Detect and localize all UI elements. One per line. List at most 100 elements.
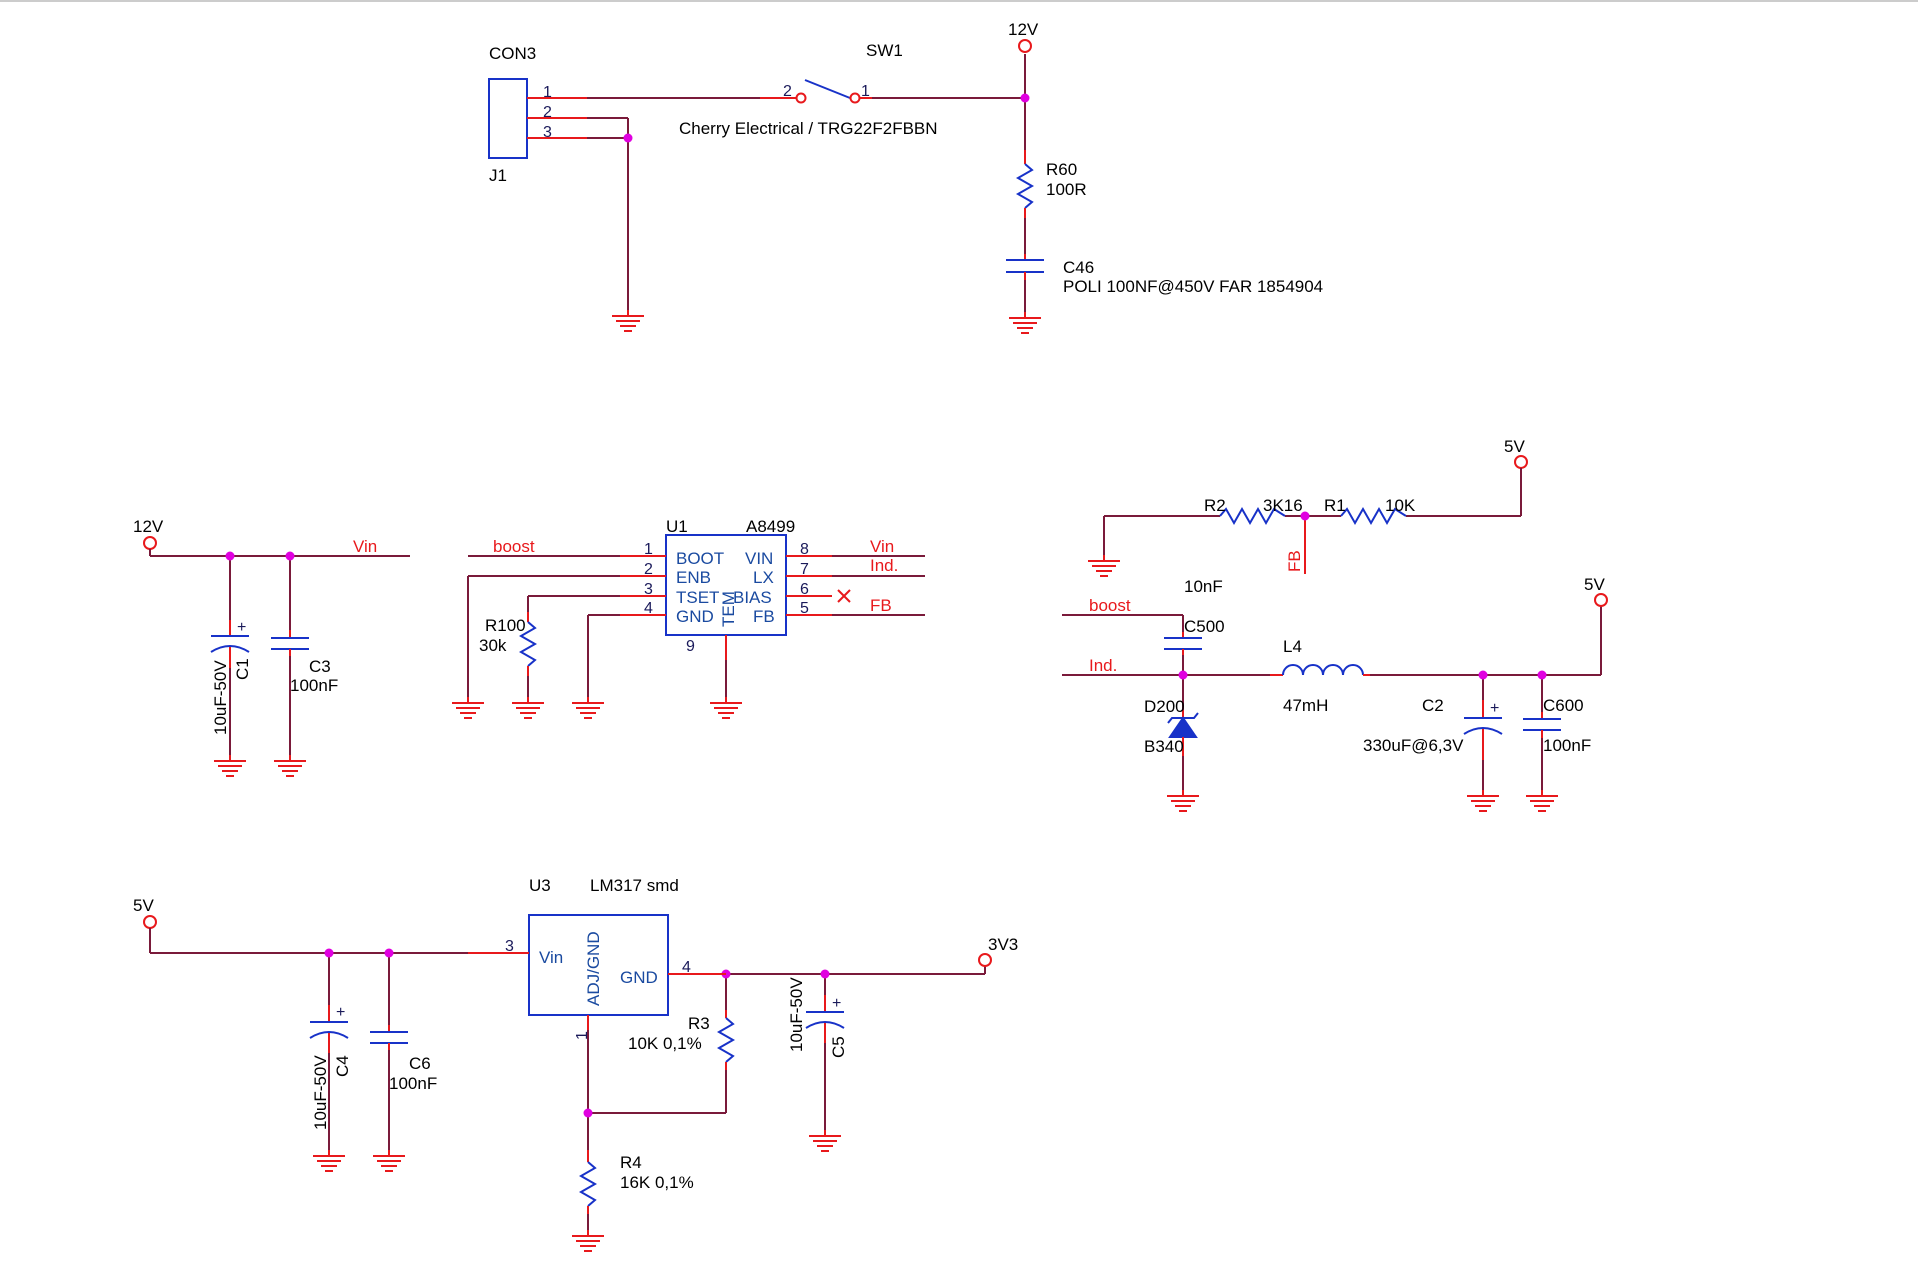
c2-polarity: + xyxy=(1490,700,1499,717)
c500-capacitor: C500 10nF xyxy=(1164,577,1225,655)
r4-resistor: R4 16K 0,1% xyxy=(578,1150,694,1214)
c1-capacitor: + 10uF-50V C1 xyxy=(210,619,252,735)
net-ind-u1-label: Ind. xyxy=(870,556,898,575)
c46-refdes: C46 xyxy=(1063,258,1094,277)
net-boost-right-label: boost xyxy=(1089,596,1131,615)
c6-capacitor: C6 100nF xyxy=(370,1025,437,1093)
input-wires: Vin xyxy=(149,537,410,755)
ground-symbol xyxy=(571,696,605,719)
u3-pin-gnd: GND xyxy=(620,968,658,987)
net-vin-label: Vin xyxy=(353,537,377,556)
c46-value: POLI 100NF@450V FAR 1854904 xyxy=(1063,277,1323,296)
r4-value: 16K 0,1% xyxy=(620,1173,694,1192)
c5-polarity: + xyxy=(832,995,841,1012)
r2-refdes: R2 xyxy=(1204,496,1226,515)
net-fb-label: FB xyxy=(1285,550,1304,572)
c2-refdes: C2 xyxy=(1422,696,1444,715)
c600-value: 100nF xyxy=(1543,736,1591,755)
top-wires xyxy=(587,54,1030,312)
ldo-wires xyxy=(149,928,986,1230)
u3-pin-num-4: 4 xyxy=(682,959,691,976)
ground-symbol xyxy=(571,1229,605,1252)
u1-pin-num-9: 9 xyxy=(686,638,695,655)
r1-refdes: R1 xyxy=(1324,496,1346,515)
sw1-refdes: SW1 xyxy=(866,41,903,60)
r2-resistor: R2 3K16 xyxy=(1204,496,1303,526)
u1-pin-num-5: 5 xyxy=(800,600,809,617)
r100-refdes: R100 xyxy=(485,616,526,635)
r60-value: 100R xyxy=(1046,180,1087,199)
net-5v-fb: 5V xyxy=(1504,437,1528,469)
c5-refdes: C5 xyxy=(829,1036,848,1058)
c1-refdes: C1 xyxy=(233,658,252,680)
j1-refdes: J1 xyxy=(489,166,507,185)
con3-refdes: CON3 xyxy=(489,44,536,63)
u1-pin-num-4: 4 xyxy=(644,600,653,617)
u1-thermal-pad: TEM xyxy=(719,591,738,627)
u3-ic: U3 LM317 smd Vin GND ADJ/GND 3 4 1 xyxy=(468,876,726,1040)
u1-refdes: U1 xyxy=(666,517,688,536)
u1-pin-num-6: 6 xyxy=(800,581,809,598)
con3-pin-1: 1 xyxy=(543,84,552,101)
u1-pin-bias: BIAS xyxy=(733,588,772,607)
c3-refdes: C3 xyxy=(309,657,331,676)
u1-pin-num-8: 8 xyxy=(800,541,809,558)
c500-value: 10nF xyxy=(1184,577,1223,596)
l4-value: 47mH xyxy=(1283,696,1328,715)
net-5v-fb-label: 5V xyxy=(1504,437,1525,456)
c5-capacitor: + 10uF-50V C5 xyxy=(787,977,848,1058)
u1-pin-boot: BOOT xyxy=(676,549,724,568)
u1-pin-num-7: 7 xyxy=(800,561,809,578)
con3-connector: CON3 J1 1 2 3 xyxy=(488,44,587,185)
con3-pin-2: 2 xyxy=(543,104,552,121)
r3-refdes: R3 xyxy=(688,1014,710,1033)
ground-symbol xyxy=(273,754,307,777)
ground-symbol xyxy=(709,696,743,719)
c46-capacitor: C46 POLI 100NF@450V FAR 1854904 xyxy=(1006,254,1323,296)
ground-symbol xyxy=(1466,789,1500,812)
net-3v3-label: 3V3 xyxy=(988,935,1018,954)
r60-refdes: R60 xyxy=(1046,160,1077,179)
c500-refdes: C500 xyxy=(1184,617,1225,636)
u3-pin-num-3: 3 xyxy=(505,938,514,955)
net-12v-left: 12V xyxy=(133,517,164,550)
net-12v-top: 12V xyxy=(1008,20,1039,53)
c1-value: 10uF-50V xyxy=(211,660,230,735)
sw1-switch: SW1 Cherry Electrical / TRG22F2FBBN 2 1 xyxy=(679,41,938,138)
net-5v-ldo-label: 5V xyxy=(133,896,154,915)
c5-value: 10uF-50V xyxy=(787,977,806,1052)
ground-symbol xyxy=(312,1149,346,1172)
sw1-pin-1: 1 xyxy=(861,83,870,100)
net-5v-out: 5V xyxy=(1584,575,1608,607)
u1-pin-num-2: 2 xyxy=(644,561,653,578)
c4-polarity: + xyxy=(336,1004,345,1021)
u3-part: LM317 smd xyxy=(590,876,679,895)
u1-pin-tset: TSET xyxy=(676,588,719,607)
net-5v-out-label: 5V xyxy=(1584,575,1605,594)
d200-diode: D200 B340 xyxy=(1144,697,1199,756)
ground-symbol xyxy=(611,309,645,332)
r100-resistor: R100 30k xyxy=(479,612,538,676)
u3-pin-num-1: 1 xyxy=(574,1031,591,1040)
c4-refdes: C4 xyxy=(333,1055,352,1077)
r3-resistor: R3 10K 0,1% xyxy=(628,1010,736,1070)
u3-refdes: U3 xyxy=(529,876,551,895)
c2-capacitor: + C2 330uF@6,3V xyxy=(1363,696,1503,760)
ground-symbol xyxy=(511,696,545,719)
c3-capacitor: C3 100nF xyxy=(271,630,338,695)
r100-value: 30k xyxy=(479,636,507,655)
c6-value: 100nF xyxy=(389,1074,437,1093)
r1-resistor: R1 10K xyxy=(1324,496,1416,526)
u1-pin-fb: FB xyxy=(753,607,775,626)
c4-capacitor: + 10uF-50V C4 xyxy=(309,1004,352,1130)
c4-value: 10uF-50V xyxy=(311,1055,330,1130)
d200-value: B340 xyxy=(1144,737,1184,756)
u1-pin-vin: VIN xyxy=(745,549,773,568)
u1-pin-num-3: 3 xyxy=(644,581,653,598)
ground-symbol xyxy=(451,696,485,719)
con3-pin-3: 3 xyxy=(543,124,552,141)
buck-wires: boost Ind. xyxy=(1062,596,1602,790)
net-3v3: 3V3 xyxy=(978,935,1018,967)
ground-symbol xyxy=(213,754,247,777)
